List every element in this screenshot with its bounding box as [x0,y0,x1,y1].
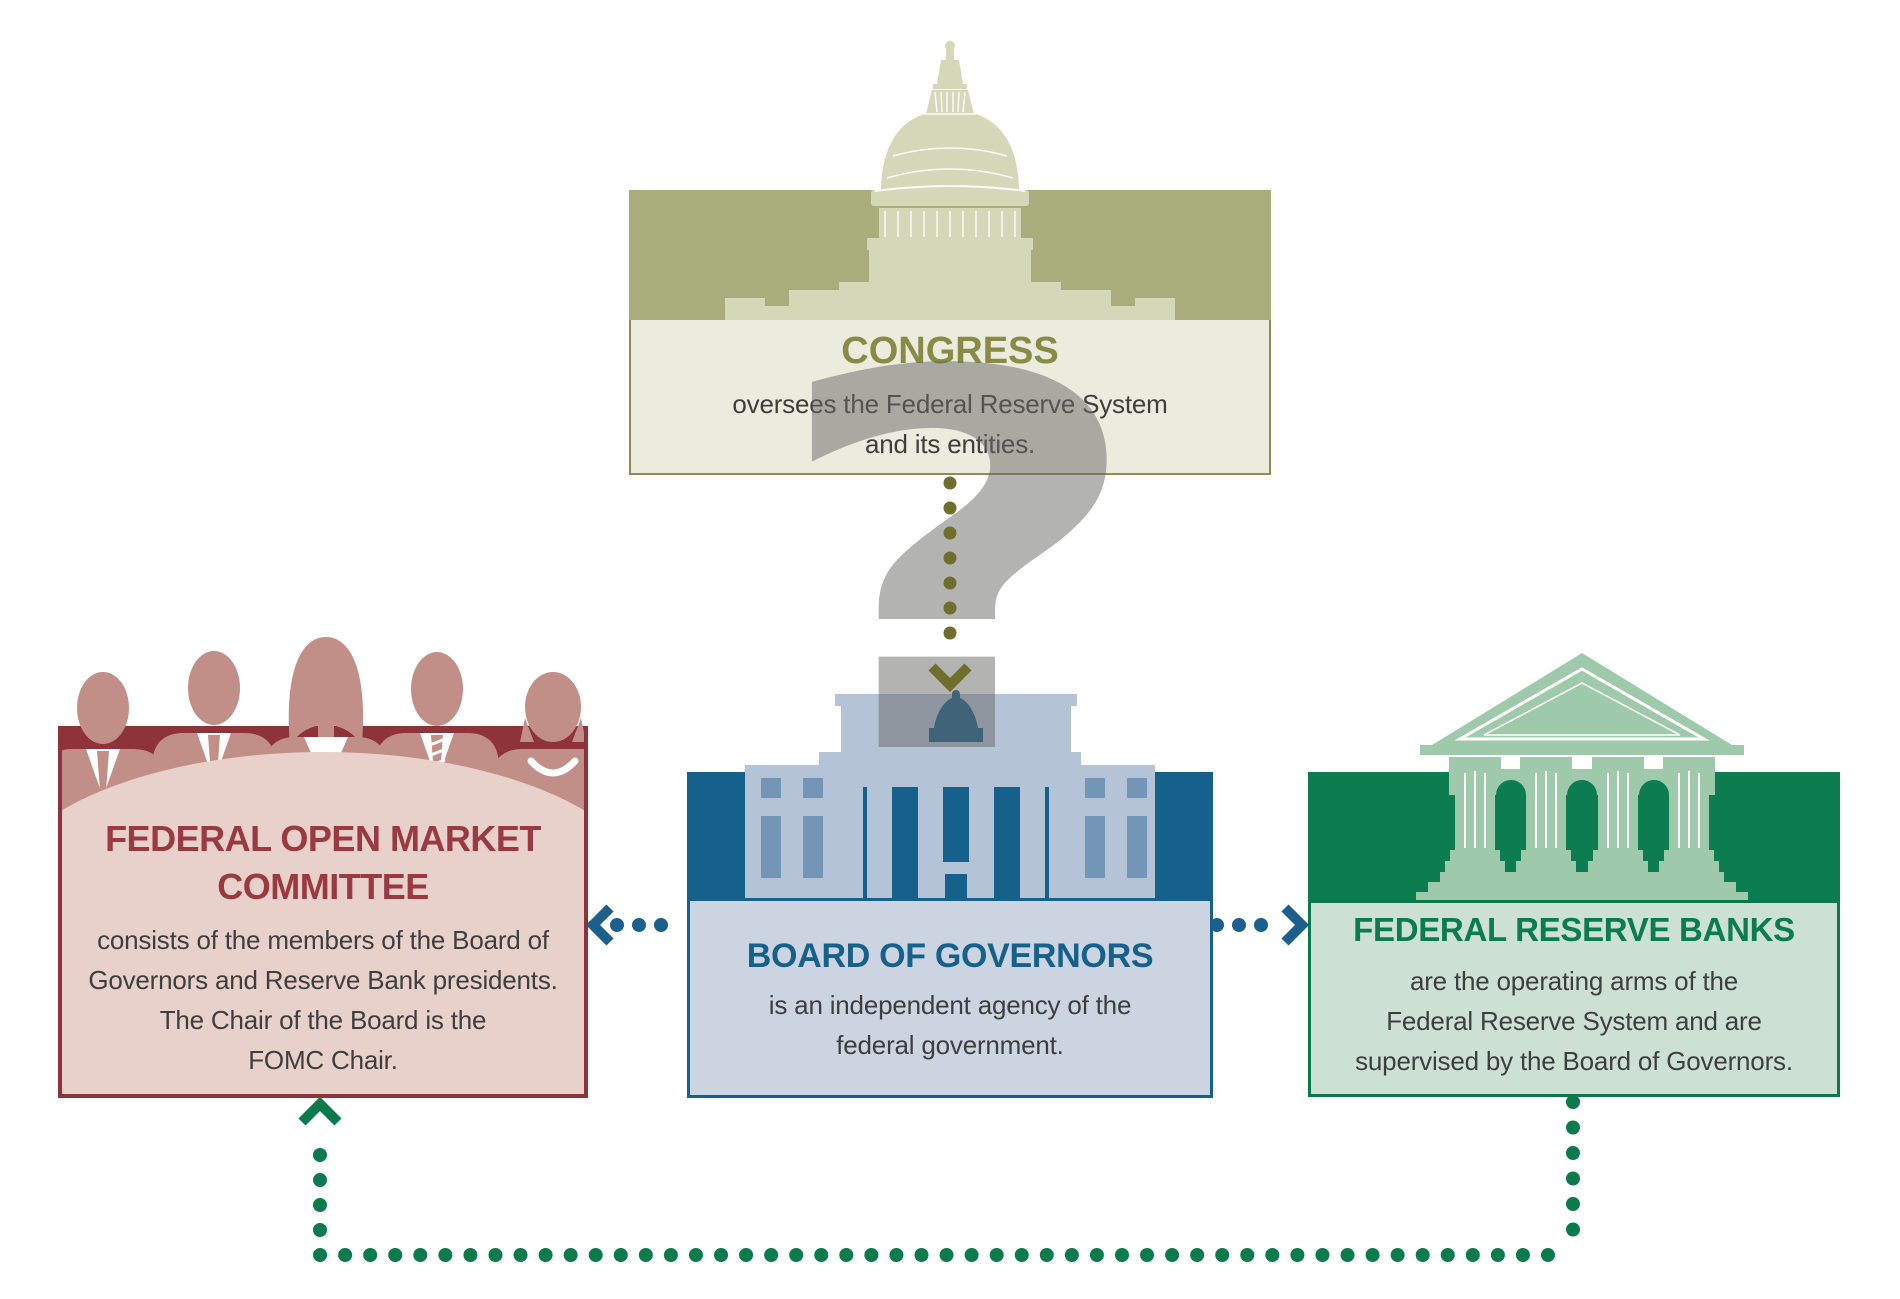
bog-to-fomc-arrow [585,904,690,946]
congress-body-line: and its entities. [864,429,1036,459]
fomc-table [62,752,584,1052]
eagle-statue [934,690,978,728]
fomc-title: FEDERAL OPEN MARKET COMMITTEE [62,815,584,911]
frb-title: FEDERAL RESERVE BANKS [1353,911,1795,948]
congress-box: CONGRESS oversees the Federal Reserve Sy… [629,41,1271,475]
right-chevron-icon [1281,904,1310,946]
eccles-building-illustration [745,690,1155,902]
capitol-dome [881,110,1019,192]
fomc-body: consists of the members of the Board of … [62,920,584,1080]
frb-body-line: are the operating arms of the [1409,966,1739,996]
congress-title: CONGRESS [841,330,1059,372]
frb-body: are the operating arms of the Federal Re… [1311,961,1837,1081]
bog-to-frb-arrow [1210,904,1310,946]
fomc-body-line: FOMC Chair. [248,1045,398,1075]
bog-body-line: federal government. [836,1030,1064,1060]
left-chevron-icon [585,904,614,946]
federal-reserve-banks-box: FEDERAL RESERVE BANKS are the operating … [1308,653,1840,1097]
capitol-building-illustration [725,41,1175,320]
fomc-table-clip [62,730,584,1094]
fomc-body-line: The Chair of the Board is the [159,1005,487,1035]
fomc-box: FEDERAL OPEN MARKET COMMITTEE consists o… [58,637,588,1098]
capitol-wings [725,282,1175,320]
fomc-title-line: FEDERAL OPEN MARKET [105,818,541,859]
up-chevron-icon [298,1096,342,1126]
congress-body-line: oversees the Federal Reserve System [732,389,1168,419]
bank-temple-illustration [1416,653,1748,902]
fomc-title-line: COMMITTEE [217,866,429,907]
congress-body: oversees the Federal Reserve System and … [631,384,1269,464]
frb-to-fomc-arrow [298,1095,1580,1262]
board-of-governors-box: BOARD OF GOVERNORS is an independent age… [687,690,1213,1098]
frb-panel: FEDERAL RESERVE BANKS are the operating … [1308,900,1840,1097]
bog-body-line: is an independent agency of the [768,990,1132,1020]
frb-body-line: Federal Reserve System and are [1386,1006,1762,1036]
frb-body-line: supervised by the Board of Governors. [1355,1046,1793,1076]
fomc-body-line: Governors and Reserve Bank presidents. [88,965,558,995]
bog-panel: BOARD OF GOVERNORS is an independent age… [687,898,1213,1098]
temple-pediment [1432,653,1732,745]
fomc-body-line: consists of the members of the Board of [97,925,549,955]
bog-title: BOARD OF GOVERNORS [746,937,1154,975]
bog-body: is an independent agency of the federal … [690,985,1210,1065]
